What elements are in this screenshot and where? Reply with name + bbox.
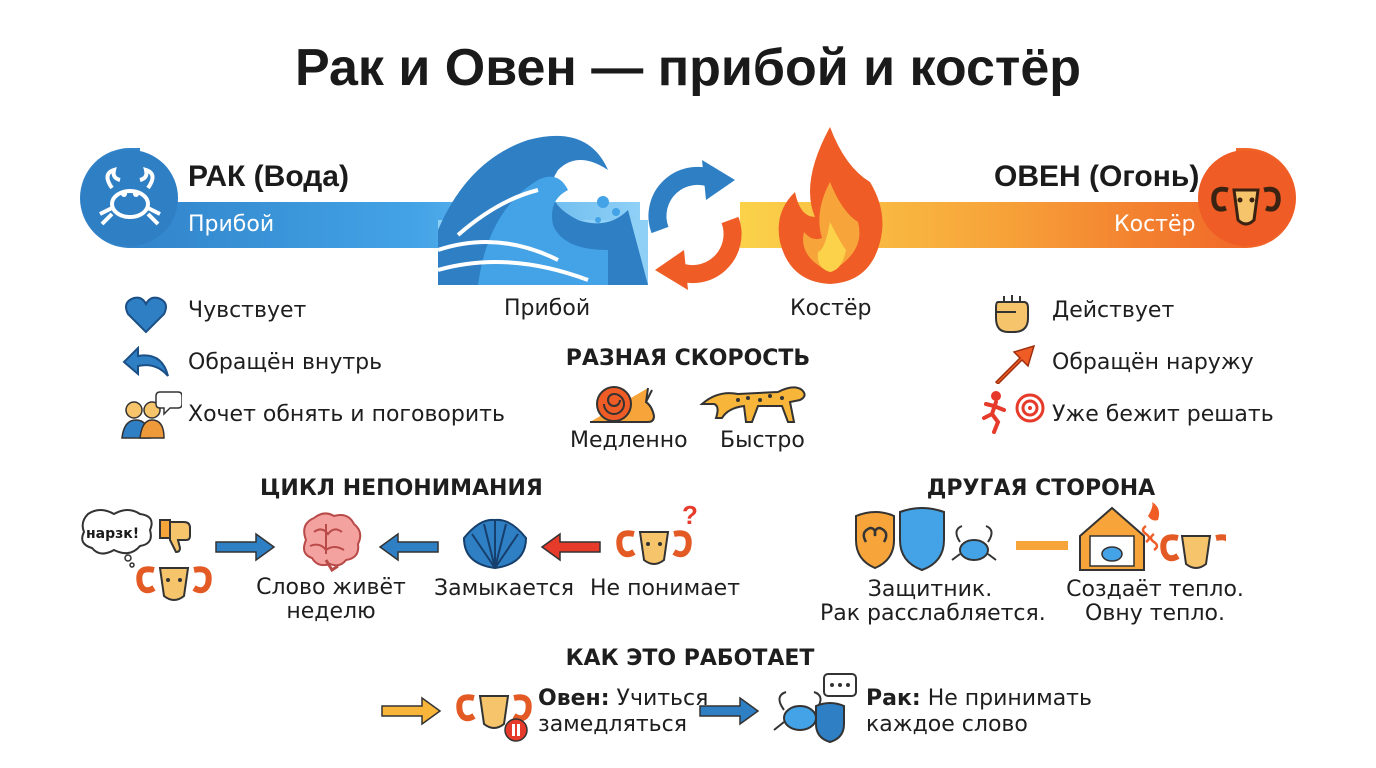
shell-icon (460, 516, 530, 576)
back-arrow-icon (122, 345, 172, 382)
crab-icon (82, 150, 178, 246)
warm-house-icon (1076, 502, 1234, 578)
svg-text:?: ? (682, 500, 698, 530)
ram-icon (1198, 150, 1294, 246)
how-aries-text: Овен: Учиться замедляться (538, 686, 709, 737)
arrow-blue-3-icon (698, 696, 760, 730)
ram-face-icon (134, 554, 214, 608)
shields-crab-icon (852, 506, 1004, 576)
fire-label: Костёр (790, 296, 872, 321)
speech-bubble-text: нарзк! (86, 526, 140, 542)
speed-title: РАЗНАЯ СКОРОСТЬ (565, 346, 811, 371)
cancer-subtitle: Прибой (188, 212, 275, 237)
cheetah-icon (698, 378, 810, 430)
aries-trait-2: Обращён наружу (1052, 350, 1254, 375)
cycle-step-2: Замыкается (434, 576, 575, 601)
fist-icon (992, 292, 1030, 338)
cycle-step-3: Не понимает (590, 576, 741, 601)
other-title: ДРУГАЯ СТОРОНА (926, 476, 1156, 501)
how-cancer-text: Рак: Не принимать каждое слово (866, 686, 1092, 737)
cancer-trait-1: Чувствует (188, 298, 307, 323)
speech-bubble-icon (78, 508, 158, 572)
other-left-text: Защитник. Рак расслабляется. (820, 577, 1046, 626)
aries-subtitle: Костёр (1114, 212, 1196, 237)
heart-icon (124, 294, 168, 338)
hug-talk-icon (120, 390, 183, 444)
speed-slow-label: Медленно (570, 428, 688, 453)
wave-icon (437, 130, 648, 285)
brain-icon (296, 510, 364, 576)
aries-trait-1: Действует (1052, 298, 1175, 323)
up-arrow-icon (992, 344, 1036, 388)
cancer-trait-2: Обращён внутрь (188, 350, 383, 375)
arrow-red-icon (540, 532, 602, 566)
aries-trait-3: Уже бежит решать (1052, 402, 1274, 427)
arrow-yellow-icon (380, 696, 442, 730)
arrow-blue-1-icon (214, 532, 276, 566)
thumbs-down-icon (156, 516, 194, 558)
page-title: Рак и Овен — прибой и костёр (294, 39, 1082, 97)
arrow-blue-2-icon (378, 532, 440, 566)
fire-icon (770, 122, 890, 287)
connector-bar (1016, 541, 1068, 550)
snail-icon (586, 380, 656, 430)
how-title: КАК ЭТО РАБОТАЕТ (565, 646, 815, 671)
aries-header: ОВЕН (Огонь) (994, 160, 1200, 193)
cycle-step-1: Слово живёт неделю (256, 575, 406, 624)
other-right-text: Создаёт тепло. Овну тепло. (1066, 577, 1244, 626)
crab-shield-chat-icon (770, 672, 860, 748)
wave-label: Прибой (504, 296, 591, 321)
cycle-arrows-icon (640, 150, 750, 300)
ram-pause-icon (454, 682, 536, 748)
confused-ram-icon: ? (614, 500, 708, 574)
cancer-header: РАК (Вода) (188, 160, 349, 193)
cancer-trait-3: Хочет обнять и поговорить (188, 402, 505, 427)
speed-fast-label: Быстро (720, 428, 805, 453)
cycle-title: ЦИКЛ НЕПОНИМАНИЯ (260, 476, 543, 501)
runner-target-icon (980, 388, 1046, 438)
